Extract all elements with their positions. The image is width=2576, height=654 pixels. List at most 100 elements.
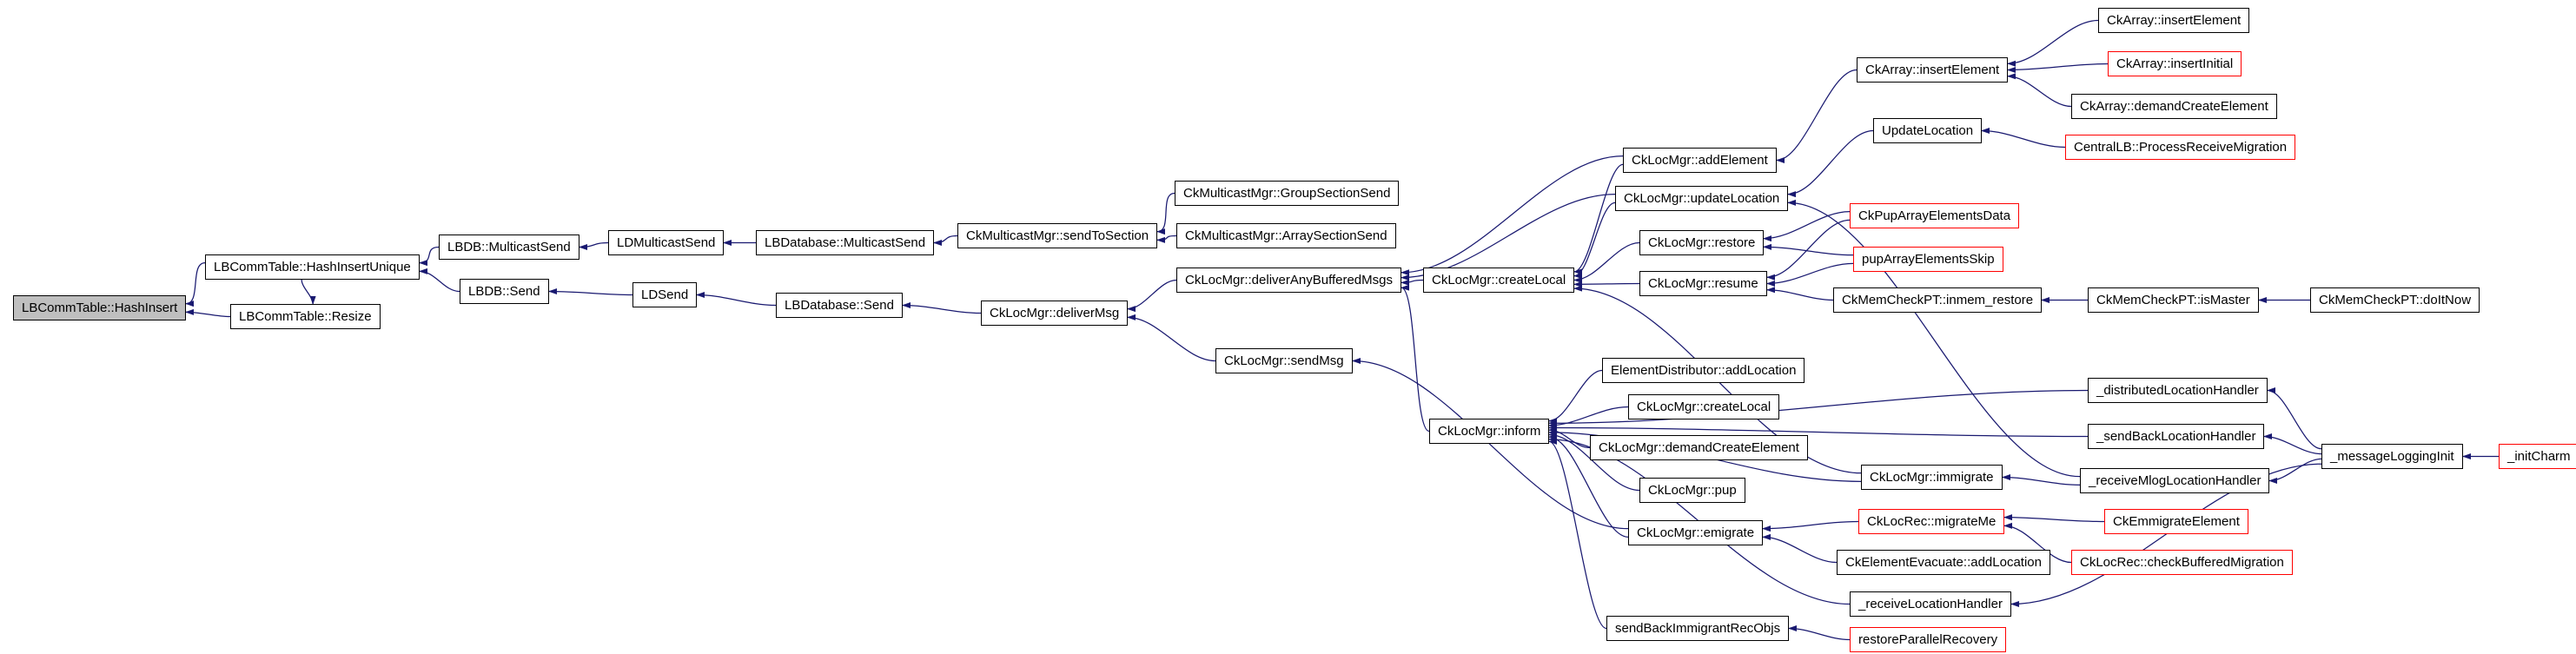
call-edge-pup-array-elements-skip--restore xyxy=(1763,243,1854,256)
call-edge-check-buffered-migration--migrate-me xyxy=(2003,522,2072,564)
call-edge-process-receive-migration--update-location-global xyxy=(1981,128,2066,149)
graph-node-restore[interactable]: CkLocMgr::restore xyxy=(1639,230,1765,255)
graph-node-ld-send[interactable]: LDSend xyxy=(632,282,698,307)
call-edge-inmem-restore--resume xyxy=(1766,287,1834,301)
call-edge-emigrate--inform xyxy=(1548,433,1629,538)
graph-node-check-buffered-migration[interactable]: CkLocRec::checkBufferedMigration xyxy=(2071,550,2293,575)
graph-node-create-local-1[interactable]: CkLocMgr::createLocal xyxy=(1423,268,1575,293)
graph-node-demand-create-element[interactable]: CkLocMgr::demandCreateElement xyxy=(1590,435,1808,460)
graph-node-ck-emmigrate-element[interactable]: CkEmmigrateElement xyxy=(2104,509,2248,534)
graph-node-hash-insert: LBCommTable::HashInsert xyxy=(13,295,187,320)
graph-node-insert-element-2[interactable]: CkArray::insertElement xyxy=(2098,8,2250,33)
graph-node-resume[interactable]: CkLocMgr::resume xyxy=(1639,271,1767,296)
call-edge-lbdatabase-send--ld-send xyxy=(696,292,777,307)
call-edge-update-location--deliver-any-buffered-msgs xyxy=(1401,194,1616,281)
call-edge-ck-pup-array-elements-data--restore xyxy=(1763,211,1851,242)
call-edge-ld-send--lbdb-send xyxy=(548,288,633,296)
graph-node-ld-multicast-send[interactable]: LDMulticastSend xyxy=(608,230,725,255)
graph-node-ck-pup-array-elements-data[interactable]: CkPupArrayElementsData xyxy=(1850,203,2020,228)
call-edge-lbdb-multicast-send--hash-insert-unique xyxy=(419,246,440,267)
call-edge-create-local-2--inform xyxy=(1548,406,1629,429)
call-edge-hash-insert-unique--hash-insert xyxy=(185,262,206,307)
graph-node-array-section-send[interactable]: CkMulticastMgr::ArraySectionSend xyxy=(1176,223,1396,248)
call-edge-migrate-me--emigrate xyxy=(1762,520,1859,532)
graph-node-distributed-location-handler[interactable]: _distributedLocationHandler xyxy=(2088,378,2268,403)
call-edge-receive-mlog-location-handler--immigrate xyxy=(2002,474,2081,486)
call-edge-receive-mlog-location-handler--update-location xyxy=(1787,199,2081,478)
call-edge-insert-initial--insert-element-1 xyxy=(2007,63,2109,73)
graph-node-hash-insert-unique[interactable]: LBCommTable::HashInsertUnique xyxy=(205,254,420,280)
graph-node-inmem-restore[interactable]: CkMemCheckPT::inmem_restore xyxy=(1833,287,2043,313)
call-edge-array-demand-create-element--insert-element-1 xyxy=(2007,73,2072,108)
graph-node-element-distributor-add-location[interactable]: ElementDistributor::addLocation xyxy=(1602,358,1805,383)
call-edge-message-logging-init--send-back-location-handler xyxy=(2263,433,2322,455)
call-edge-update-location-global--update-location xyxy=(1787,129,1874,198)
graph-node-send-to-section[interactable]: CkMulticastMgr::sendToSection xyxy=(957,223,1158,248)
call-edge-emigrate--send-msg xyxy=(1352,358,1629,530)
graph-node-migrate-me[interactable]: CkLocRec::migrateMe xyxy=(1858,509,2005,534)
call-edge-pup-array-elements-skip--resume xyxy=(1766,262,1854,287)
graph-node-pup-array-elements-skip[interactable]: pupArrayElementsSkip xyxy=(1853,247,2003,272)
call-edge-send-to-section--lbdatabase-multicast-send xyxy=(933,235,958,246)
call-edge-element-distributor-add-location--inform xyxy=(1548,369,1603,425)
call-edge-deliver-any-buffered-msgs--deliver-msg xyxy=(1127,279,1177,313)
graph-node-lbdatabase-multicast-send[interactable]: LBDatabase::MulticastSend xyxy=(756,230,935,255)
call-edge-message-logging-init--receive-mlog-location-handler xyxy=(2268,458,2322,484)
graph-node-lbdatabase-send[interactable]: LBDatabase::Send xyxy=(776,293,903,318)
graph-node-group-section-send[interactable]: CkMulticastMgr::GroupSectionSend xyxy=(1175,181,1400,206)
graph-node-insert-initial[interactable]: CkArray::insertInitial xyxy=(2108,51,2242,76)
call-edge-group-section-send--send-to-section xyxy=(1156,192,1175,235)
call-edge-pup--inform xyxy=(1548,431,1640,492)
call-edge-message-logging-init--distributed-location-handler xyxy=(2267,387,2322,450)
graph-node-inform[interactable]: CkLocMgr::inform xyxy=(1429,419,1550,444)
graph-node-send-back-immigrant-rec-objs[interactable]: sendBackImmigrantRecObjs xyxy=(1606,616,1790,641)
graph-node-immigrate[interactable]: CkLocMgr::immigrate xyxy=(1861,465,2003,490)
call-edge-ck-emmigrate-element--migrate-me xyxy=(2003,514,2105,523)
call-edge-create-local-1--deliver-any-buffered-msgs xyxy=(1401,279,1424,286)
call-edge-send-back-location-handler--inform xyxy=(1548,425,2089,438)
graph-node-receive-mlog-location-handler[interactable]: _receiveMlogLocationHandler xyxy=(2080,468,2270,493)
graph-node-emigrate[interactable]: CkLocMgr::emigrate xyxy=(1628,520,1764,545)
graph-node-update-location-global[interactable]: UpdateLocation xyxy=(1873,118,1983,143)
graph-node-deliver-msg[interactable]: CkLocMgr::deliverMsg xyxy=(981,301,1129,326)
graph-node-do-it-now[interactable]: CkMemCheckPT::doItNow xyxy=(2310,287,2480,313)
call-edge-array-section-send--send-to-section xyxy=(1156,235,1177,243)
call-edge-distributed-location-handler--inform xyxy=(1548,389,2089,426)
graph-node-restore-parallel-recovery[interactable]: restoreParallelRecovery xyxy=(1850,627,2007,652)
call-edge-deliver-msg--lbdatabase-send xyxy=(902,302,982,314)
graph-node-receive-location-handler[interactable]: _receiveLocationHandler xyxy=(1850,591,2011,617)
call-edge-send-msg--deliver-msg xyxy=(1127,314,1216,362)
call-edge-inform--deliver-any-buffered-msgs xyxy=(1401,284,1430,433)
graph-node-element-evacuate-add-location[interactable]: CkElementEvacuate::addLocation xyxy=(1837,550,2050,575)
graph-node-message-logging-init[interactable]: _messageLoggingInit xyxy=(2321,444,2463,469)
graph-node-array-demand-create-element[interactable]: CkArray::demandCreateElement xyxy=(2071,94,2277,119)
call-edge-hash-insert-unique--resize xyxy=(301,279,316,305)
call-edge-insert-element-1--add-element xyxy=(1776,69,1858,163)
graph-node-lbdb-send[interactable]: LBDB::Send xyxy=(460,279,549,304)
graph-node-add-element[interactable]: CkLocMgr::addElement xyxy=(1623,148,1777,173)
graph-node-deliver-any-buffered-msgs[interactable]: CkLocMgr::deliverAnyBufferedMsgs xyxy=(1176,268,1401,293)
graph-node-send-msg[interactable]: CkLocMgr::sendMsg xyxy=(1215,348,1353,373)
call-edge-resume--create-local-1 xyxy=(1573,281,1640,287)
call-edge-add-element--deliver-any-buffered-msgs xyxy=(1401,155,1624,276)
call-edge-ld-multicast-send--lbdb-multicast-send xyxy=(579,241,609,250)
call-edge-restore-parallel-recovery--send-back-immigrant-rec-objs xyxy=(1788,625,1851,641)
call-edge-element-evacuate-add-location--emigrate xyxy=(1762,533,1838,564)
graph-node-update-location[interactable]: CkLocMgr::updateLocation xyxy=(1615,186,1789,211)
graph-node-send-back-location-handler[interactable]: _sendBackLocationHandler xyxy=(2088,424,2265,449)
graph-node-is-master[interactable]: CkMemCheckPT::isMaster xyxy=(2088,287,2259,313)
graph-node-pup[interactable]: CkLocMgr::pup xyxy=(1639,478,1745,503)
call-edge-insert-element-2--insert-element-1 xyxy=(2007,19,2099,67)
call-edge-resize--hash-insert xyxy=(185,308,231,318)
graph-node-init-charm[interactable]: _initCharm xyxy=(2499,444,2576,469)
call-edge-ck-pup-array-elements-data--resume xyxy=(1766,219,1851,281)
graph-node-lbdb-multicast-send[interactable]: LBDB::MulticastSend xyxy=(439,235,579,260)
graph-node-process-receive-migration[interactable]: CentralLB::ProcessReceiveMigration xyxy=(2065,135,2296,160)
graph-node-resize[interactable]: LBCommTable::Resize xyxy=(230,304,381,329)
call-edge-restore--create-local-1 xyxy=(1573,241,1640,283)
graph-node-insert-element-1[interactable]: CkArray::insertElement xyxy=(1857,57,2009,83)
graph-node-create-local-2[interactable]: CkLocMgr::createLocal xyxy=(1628,394,1780,419)
call-edge-send-back-immigrant-rec-objs--inform xyxy=(1548,438,1607,630)
